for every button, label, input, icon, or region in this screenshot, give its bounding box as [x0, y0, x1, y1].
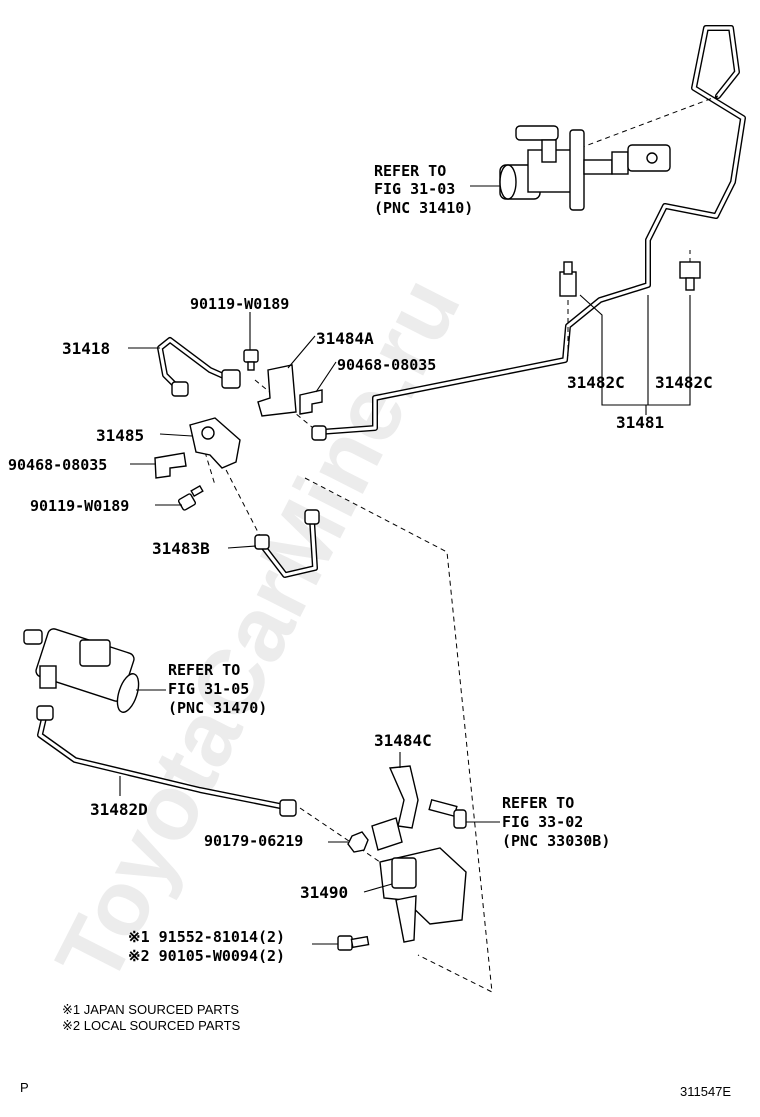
ref-release-line1: REFER TO	[168, 661, 240, 679]
ref-master-line2: FIG 31-03	[374, 180, 455, 198]
label-31481: 31481	[616, 413, 664, 432]
union-fitting	[171, 369, 327, 441]
ref-release-line2: FIG 31-05	[168, 680, 249, 698]
clip-90468-left	[154, 452, 187, 479]
bracket-31485	[189, 417, 241, 469]
leader-31490	[363, 883, 393, 893]
clutch-bracket-31490	[371, 817, 467, 943]
label-90119-left: 90119-W0189	[30, 497, 129, 515]
label-31482D: 31482D	[90, 800, 148, 819]
label-31484C: 31484C	[374, 731, 432, 750]
bracket-31485-hole	[201, 426, 215, 440]
footnote-local: ※2 LOCAL SOURCED PARTS	[62, 1018, 241, 1033]
footnote-japan: ※1 JAPAN SOURCED PARTS	[62, 1002, 239, 1017]
guide-line-master	[579, 95, 719, 149]
bolt-90119-top	[243, 349, 259, 371]
pipe-31481	[317, 25, 746, 435]
leader-31484A	[287, 335, 316, 369]
guide-line-firewall	[304, 477, 493, 993]
leader-90468-right	[315, 361, 337, 393]
label-31484A: 31484A	[316, 329, 374, 348]
pipe-clamp-31482C-left	[559, 261, 577, 297]
ref-release-line3: (PNC 31470)	[168, 699, 267, 717]
label-31482C-left: 31482C	[567, 373, 625, 392]
fitting-31482D	[36, 705, 297, 817]
leader-31483B	[227, 545, 257, 549]
ref-master-line3: (PNC 31410)	[374, 199, 473, 217]
label-90468-left: 90468-08035	[8, 456, 107, 474]
ref-pedal-line3: (PNC 33030B)	[502, 832, 610, 850]
bracket-31484C	[388, 765, 419, 829]
label-31485: 31485	[96, 426, 144, 445]
pedal-bolt	[428, 798, 467, 829]
clip-90468-right	[299, 389, 323, 415]
guide-line-31490	[299, 807, 381, 863]
leader-31485	[159, 433, 193, 437]
bracket-31484A	[257, 364, 297, 417]
label-31482C-right: 31482C	[655, 373, 713, 392]
label-90105: ※2 90105-W0094(2)	[128, 947, 285, 965]
guide-line-31483B	[221, 461, 263, 541]
nut-90179	[347, 831, 369, 853]
figure-code: 311547E	[680, 1084, 731, 1099]
master-cylinder	[499, 125, 671, 211]
pipe-31418	[157, 337, 231, 393]
label-90468-right: 90468-08035	[337, 356, 436, 374]
label-31483B: 31483B	[152, 539, 210, 558]
pipe-31483B	[259, 517, 318, 578]
corner-mark: P	[20, 1080, 29, 1095]
guide-line-bolt	[204, 451, 216, 486]
label-91552: ※1 91552-81014(2)	[128, 928, 285, 946]
ref-pedal-line1: REFER TO	[502, 794, 574, 812]
pipe-31482D	[37, 715, 293, 811]
label-90119-top: 90119-W0189	[190, 295, 289, 313]
pipe-clamp-31482C-right	[679, 261, 701, 291]
screw-91552-90105	[337, 935, 370, 951]
label-90179: 90179-06219	[204, 832, 303, 850]
label-31418: 31418	[62, 339, 110, 358]
bolt-90119-left	[177, 484, 204, 511]
label-31490: 31490	[300, 883, 348, 902]
release-cylinder	[23, 628, 140, 713]
fitting-31483B	[254, 509, 320, 550]
leader-31482C-31481	[579, 294, 691, 415]
ref-pedal-line2: FIG 33-02	[502, 813, 583, 831]
ref-master-line1: REFER TO	[374, 162, 446, 180]
